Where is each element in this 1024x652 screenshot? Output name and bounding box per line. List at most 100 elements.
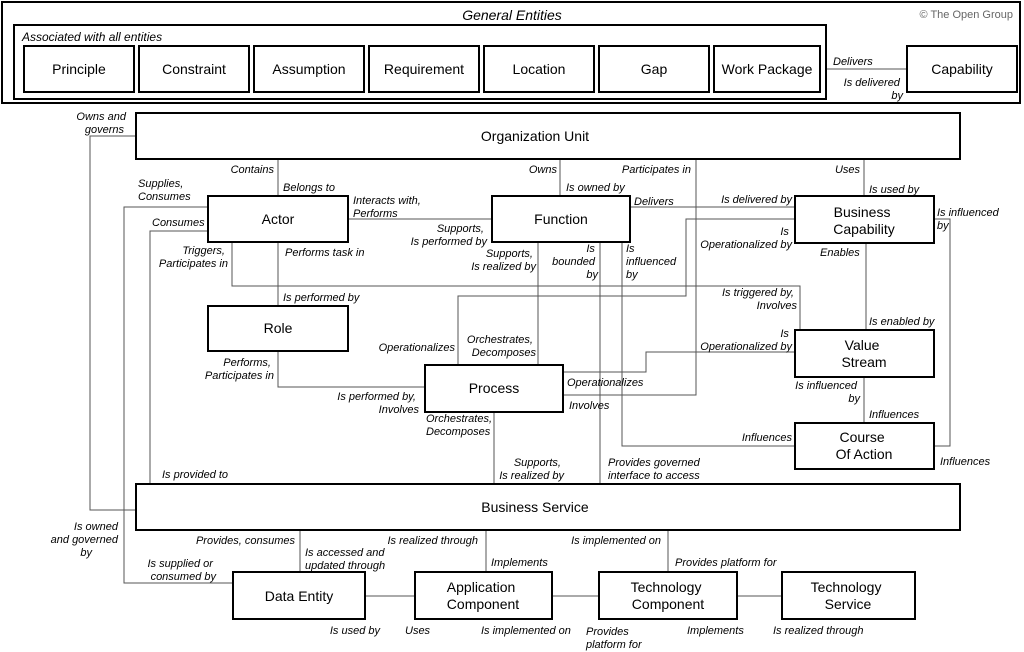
rel-influences-left: Influences [742, 432, 793, 444]
rel-is-enabled-by: Is enabled by [869, 316, 936, 328]
rel-is-realized-through-technology: Is realized through [773, 625, 864, 637]
rel-implements-technology: Implements [687, 625, 744, 637]
rel-uses: Uses [835, 164, 861, 176]
business-capability-box[interactable] [794, 195, 935, 244]
work-package-label: Work Package [722, 61, 813, 77]
capability-label: Capability [931, 61, 992, 77]
requirement-box[interactable] [368, 45, 480, 93]
constraint-label: Constraint [162, 61, 226, 77]
rel-belongs-to: Belongs to [283, 182, 335, 194]
rel-is-realized-through-application: Is realized through [388, 535, 479, 547]
rel-orchestrates-decomposes-top: Orchestrates, Decomposes [467, 334, 537, 359]
rel-influences-top: Influences [869, 409, 920, 421]
connector-lines [89, 68, 951, 597]
rel-uses-application: Uses [405, 625, 431, 637]
rel-performs-task-in: Performs task in [285, 247, 364, 259]
rel-is-implemented-on-top: Is implemented on [571, 535, 661, 547]
actor-box[interactable] [207, 195, 349, 243]
business-capability-label: Business Capability [833, 204, 894, 237]
gap-box[interactable] [598, 45, 710, 93]
rel-is-influenced-by-business-capability: Is influenced by [937, 207, 1002, 232]
organization-unit-box[interactable] [135, 112, 961, 160]
copyright-text: © The Open Group [919, 9, 1013, 21]
assumption-box[interactable] [253, 45, 365, 93]
rel-is-influenced-by-value-stream: Is influenced by [795, 380, 861, 405]
organization-unit-label: Organization Unit [481, 128, 589, 144]
rel-supports-performed-by: Supports, Is performed by [411, 223, 489, 248]
rel-operationalizes-left: Operationalizes [379, 342, 456, 354]
rel-delivers-capability: Delivers [833, 56, 873, 68]
rel-is-operationalized-by-business-capability: Is Operationalized by [700, 226, 793, 251]
rel-is-bounded-by: Is bounded by [552, 243, 599, 281]
rel-participates-in: Participates in [622, 164, 691, 176]
rel-is-implemented-on-bottom: Is implemented on [481, 625, 571, 637]
rel-is-used-by-data-entity: Is used by [330, 625, 382, 637]
function-box[interactable] [491, 195, 631, 243]
constraint-box[interactable] [138, 45, 250, 93]
value-stream-box[interactable] [794, 329, 935, 378]
application-component-box[interactable] [414, 571, 553, 620]
value-stream-label: Value Stream [841, 337, 886, 370]
rel-is-operationalized-by-value-stream: Is Operationalized by [700, 328, 793, 353]
rel-provides-consumes: Provides, consumes [196, 535, 296, 547]
process-box[interactable] [424, 364, 564, 413]
location-label: Location [513, 61, 566, 77]
rel-supports-realized-function: Supports, Is realized by [471, 248, 537, 273]
rel-is-performed-by-involves: Is performed by, Involves [337, 391, 419, 416]
rel-influences-right: Influences [940, 456, 991, 468]
data-entity-box[interactable] [232, 571, 366, 620]
rel-contains: Contains [231, 164, 275, 176]
data-entity-label: Data Entity [265, 588, 333, 604]
work-package-box[interactable] [713, 45, 821, 93]
technology-component-label: Technology Component [631, 579, 706, 612]
rel-triggers-participates: Triggers, Participates in [159, 245, 228, 270]
rel-is-supplied-or-consumed-by: Is supplied or consumed by [148, 558, 218, 583]
rel-enables: Enables [820, 247, 860, 259]
requirement-label: Requirement [384, 61, 464, 77]
rel-owns: Owns [529, 164, 558, 176]
rel-is-delivered-by-capability: Is delivered by [844, 77, 905, 102]
general-entity-boxes: Principle Constraint Assumption Requirem… [23, 45, 821, 93]
technology-component-box[interactable] [598, 571, 738, 620]
course-of-action-box[interactable] [794, 422, 935, 470]
rel-supplies-consumes: Supplies, Consumes [138, 178, 191, 203]
function-label: Function [534, 211, 588, 227]
rel-is-provided-to: Is provided to [162, 469, 228, 481]
rel-is-owned-by: Is owned by [566, 182, 626, 194]
rel-is-influenced-by-function: Is influenced by [626, 243, 679, 281]
rel-is-delivered-by-business-capability: Is delivered by [721, 194, 793, 206]
rel-involves: Involves [569, 400, 610, 412]
rel-is-accessed-and-updated: Is accessed and updated through [305, 547, 388, 572]
actor-label: Actor [262, 211, 295, 227]
relationship-labels: Owns and governs Supplies, Consumes Cons… [51, 111, 1002, 651]
gap-label: Gap [641, 61, 668, 77]
assumption-label: Assumption [272, 61, 345, 77]
rel-implements-application: Implements [491, 557, 548, 569]
business-service-label: Business Service [481, 499, 589, 515]
general-entities-frame [1, 1, 1021, 104]
rel-is-triggered-by: Is triggered by, Involves [722, 287, 798, 312]
capability-box[interactable] [906, 45, 1018, 93]
rel-operationalizes-right: Operationalizes [567, 377, 644, 389]
role-box[interactable] [207, 305, 349, 352]
rel-orchestrates-decomposes-bottom: Orchestrates, Decomposes [426, 413, 495, 438]
rel-owns-and-governs: Owns and governs [76, 111, 129, 136]
course-of-action-label: Course Of Action [836, 429, 893, 462]
rel-supports-realized-business-service: Supports, Is realized by [499, 457, 565, 482]
rel-is-performed-by-role: Is performed by [283, 292, 361, 304]
business-service-box[interactable] [135, 483, 961, 531]
process-label: Process [469, 380, 520, 396]
rel-interacts-with: Interacts with, Performs [353, 195, 424, 220]
rel-performs-participates: Performs, Participates in [205, 357, 274, 382]
technology-service-label: Technology Service [811, 579, 886, 612]
rel-is-used-by: Is used by [869, 184, 921, 196]
rel-provides-platform-top: Provides platform for [675, 557, 778, 569]
application-component-label: Application Component [447, 579, 519, 612]
technology-service-box[interactable] [781, 571, 916, 620]
rel-consumes: Consumes [152, 217, 205, 229]
location-box[interactable] [483, 45, 595, 93]
principle-box[interactable] [23, 45, 135, 93]
rel-provides-platform-bottom: Provides platform for [585, 626, 643, 651]
rel-provides-governed-interface: Provides governed interface to access [608, 457, 703, 482]
